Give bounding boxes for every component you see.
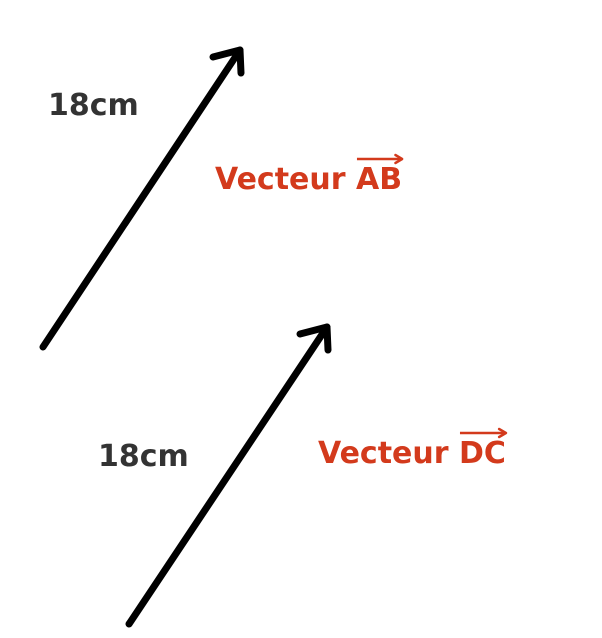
- vector-dc-length-label: 18cm: [98, 439, 189, 474]
- vector-ab-length-label: 18cm: [48, 88, 139, 123]
- vector-dc-arrowhead: [296, 323, 332, 354]
- vector-ab-name-text: AB: [356, 162, 403, 197]
- vector-dc-caption-prefix: Vecteur: [318, 436, 449, 471]
- vector-ab-arrowhead: [209, 46, 245, 77]
- vector-dc-caption: Vecteur DC: [318, 427, 508, 471]
- vector-dc-name: DC: [459, 427, 508, 471]
- vector-dc-overarrow-icon: [459, 427, 508, 439]
- vector-ab-overarrow-icon: [356, 153, 404, 165]
- vector-ab-shaft: [39, 46, 244, 351]
- vector-ab-caption: Vecteur AB: [215, 153, 404, 197]
- vector-ab-arrow: [39, 46, 245, 351]
- vector-dc-arrow: [125, 323, 332, 628]
- vector-dc-shaft: [125, 323, 331, 628]
- vector-dc-name-text: DC: [459, 436, 506, 471]
- vector-ab-caption-prefix: Vecteur: [215, 162, 346, 197]
- vector-ab-name: AB: [356, 153, 404, 197]
